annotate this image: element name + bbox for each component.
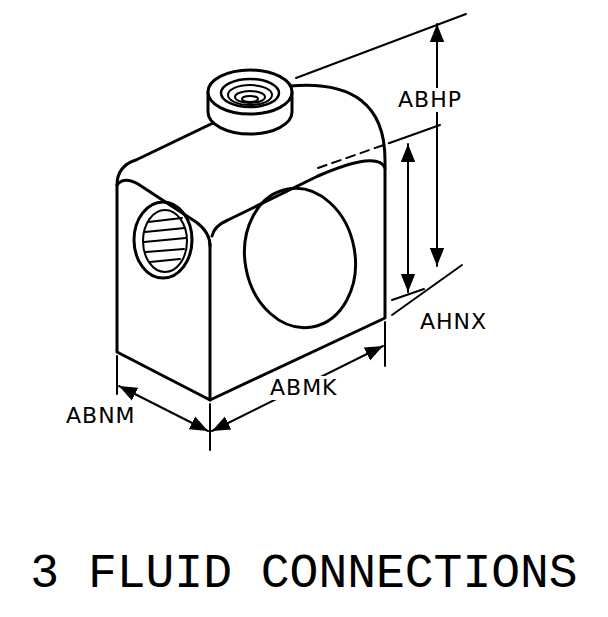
dimension-label: AHNX <box>418 310 489 334</box>
dimension-label: ABMK <box>268 376 340 400</box>
dimension-label: ABNM <box>64 404 138 428</box>
figure-caption: 3 FLUID CONNECTIONS <box>0 548 608 600</box>
dimension-label: ABHP <box>396 88 464 112</box>
